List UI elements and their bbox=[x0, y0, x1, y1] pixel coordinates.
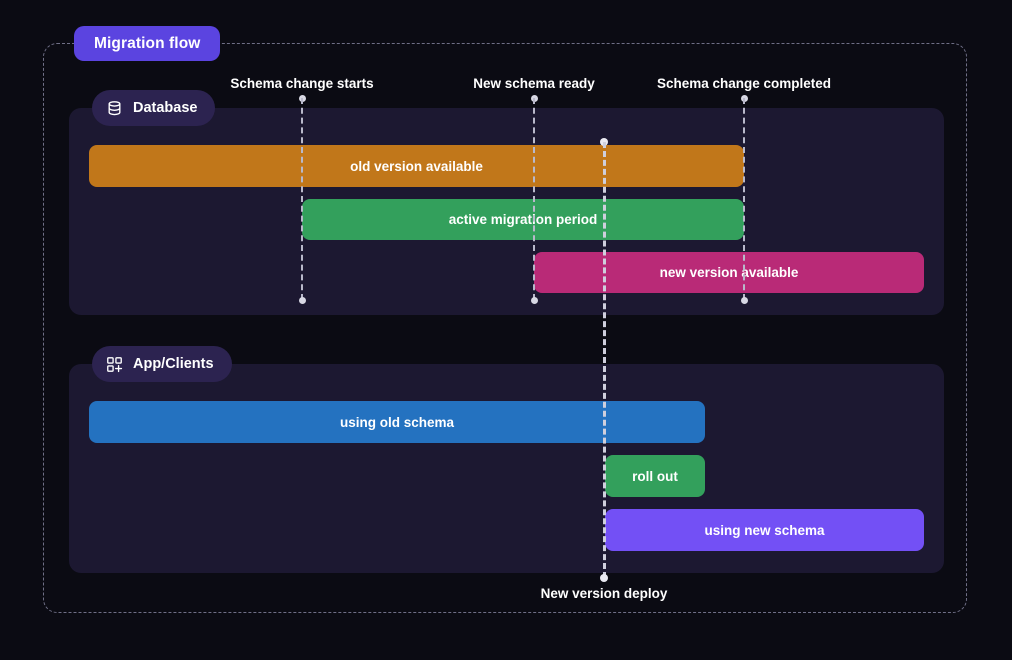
bar-label: using new schema bbox=[704, 522, 825, 538]
app-grid-plus-icon bbox=[106, 356, 123, 373]
bar-label: active migration period bbox=[448, 212, 598, 227]
milestone-dot-top bbox=[298, 95, 306, 102]
bar-active-migration-period[interactable]: active migration period bbox=[302, 199, 744, 240]
milestone-dot-top bbox=[740, 95, 748, 102]
deploy-dot-bottom bbox=[600, 574, 608, 582]
bar-label: new version available bbox=[659, 265, 799, 280]
bar-label: old version available bbox=[350, 158, 483, 174]
database-icon bbox=[106, 100, 123, 117]
lane-chip-label: Database bbox=[133, 100, 198, 116]
bar-using-old-schema[interactable]: using old schema bbox=[89, 401, 705, 443]
lane-chip-label: App/Clients bbox=[133, 356, 214, 372]
diagram-title-chip: Migration flow bbox=[74, 26, 221, 61]
milestone-label: Schema change starts bbox=[230, 76, 374, 91]
bar-new-version-available[interactable]: new version available bbox=[534, 252, 924, 293]
bar-using-new-schema[interactable]: using new schema bbox=[605, 509, 924, 551]
page-title: Migration flow bbox=[94, 34, 201, 52]
bar-label: roll out bbox=[632, 468, 678, 484]
lane-chip-database[interactable]: Database bbox=[92, 90, 216, 126]
milestone-label: Schema change completed bbox=[656, 76, 832, 91]
milestone-label: New schema ready bbox=[473, 76, 595, 91]
deploy-label: New version deploy bbox=[540, 586, 668, 601]
bar-old-version-available[interactable]: old version available bbox=[89, 145, 744, 187]
bar-roll-out[interactable]: roll out bbox=[605, 455, 705, 497]
lane-chip-app-clients[interactable]: App/Clients bbox=[92, 346, 232, 382]
milestone-dot-top bbox=[530, 95, 538, 102]
bar-label: using old schema bbox=[339, 414, 455, 430]
